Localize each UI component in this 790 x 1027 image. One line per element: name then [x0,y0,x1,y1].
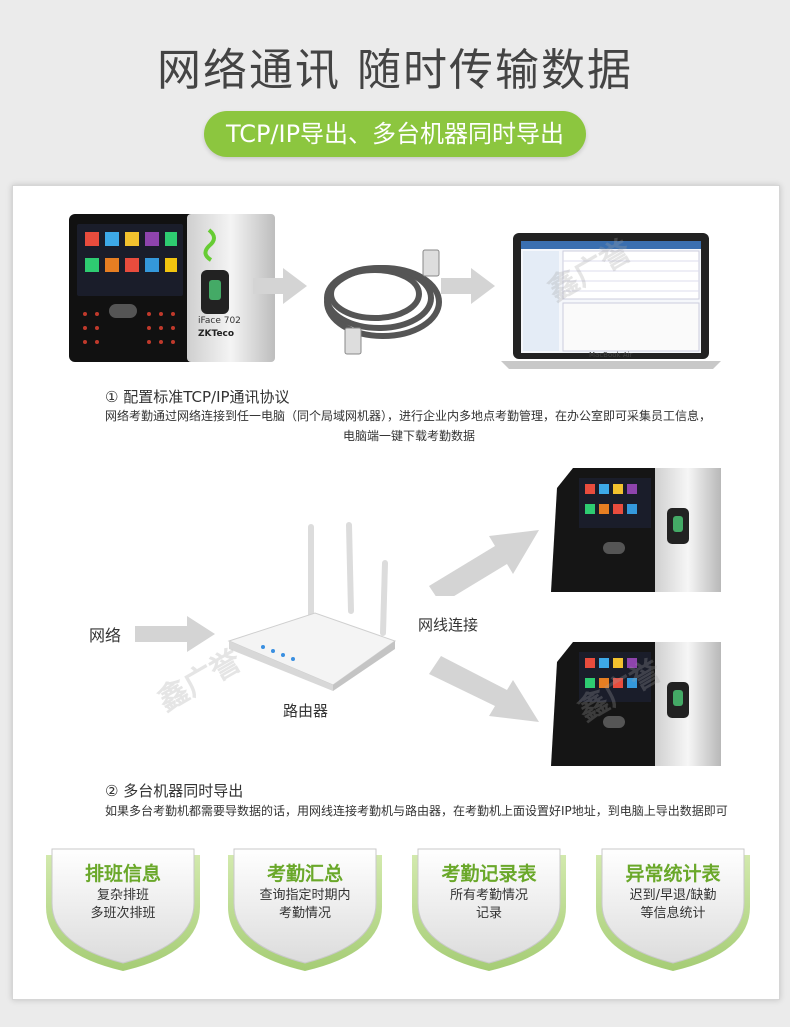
step1-description-line2: 电脑端一键下载考勤数据 [343,429,476,443]
arrow-right-icon [253,268,307,304]
arrow-down-right-icon [429,656,539,722]
feature-card: 考勤汇总查询指定时期内考勤情况 [220,845,390,975]
feature-title: 排班信息 [84,863,161,885]
feature-card: 考勤记录表所有考勤情况记录 [404,845,574,975]
step2-description: 如果多台考勤机都需要导数据的话，用网线连接考勤机与路由器，在考勤机上面设置好IP… [105,804,728,818]
arrow-right-icon [135,616,215,652]
shield-icon [412,848,566,971]
feature-title: 考勤记录表 [441,863,537,885]
feature-line2: 记录 [475,906,502,921]
feature-title: 考勤汇总 [266,863,343,885]
laptop-image [501,233,721,369]
feature-line1: 复杂排班 [96,888,149,903]
network-label: 网络 [89,626,122,645]
network-cable-image [324,249,442,355]
feature-line2: 多班次排班 [90,906,156,921]
step1-description-line1: 网络考勤通过网络连接到任一电脑（同个局域网机器），进行企业内多地点考勤管理，在办… [105,409,712,423]
feature-line1: 所有考勤情况 [449,888,528,903]
cable-connection-label: 网线连接 [418,616,479,634]
arrow-right-icon [441,268,495,304]
shield-icon [228,848,382,971]
device-brand-label: ZKTeco [198,329,235,339]
feature-line1: 迟到/早退/缺勤 [629,888,717,903]
feature-card: 异常统计表迟到/早退/缺勤等信息统计 [588,845,758,975]
device-model-label: iFace 702 [198,316,241,326]
feature-line2: 考勤情况 [278,906,331,921]
attendance-device-image [69,214,275,362]
feature-card: 排班信息复杂排班多班次排班 [38,845,208,975]
arrow-up-right-icon [429,530,539,596]
router-image [227,522,397,691]
feature-title: 异常统计表 [625,863,721,885]
content-panel: iFace 702 ZKTeco MacBook Air ① 配置标准TCP/I… [12,185,780,1000]
shield-icon [596,848,750,971]
attendance-device-image [551,642,721,766]
subtitle-pill: TCP/IP导出、多台机器同时导出 [204,111,586,157]
shield-icon [46,848,200,971]
attendance-device-image [551,468,721,592]
feature-line2: 等信息统计 [640,906,706,921]
step2-title: ② 多台机器同时导出 [105,782,244,800]
page-title: 网络通讯 随时传输数据 [157,45,633,96]
feature-line1: 查询指定时期内 [259,888,351,903]
laptop-label: MacBook Air [589,351,633,359]
router-label: 路由器 [283,702,329,720]
step1-title: ① 配置标准TCP/IP通讯协议 [105,388,290,406]
